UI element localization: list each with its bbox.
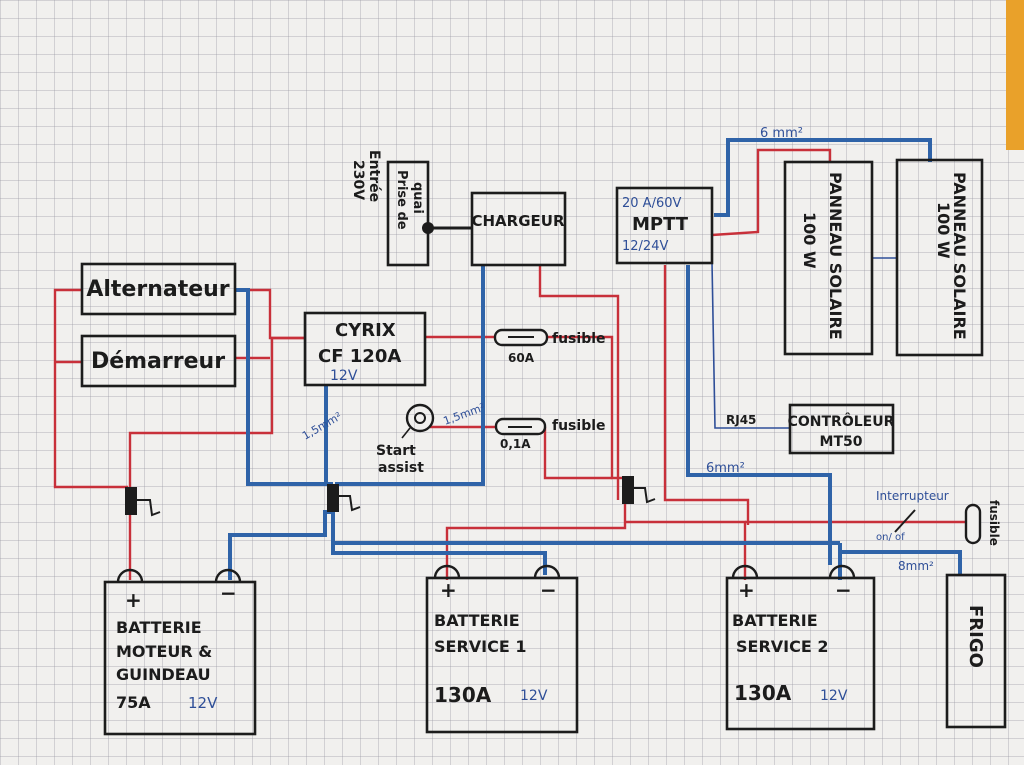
frigo-box: FRIGO [945, 573, 1007, 729]
battery-title: BATTERIE [434, 611, 520, 630]
alternateur-box: Alternateur [80, 262, 237, 316]
demarreur-box: Démarreur [80, 334, 237, 388]
battery-title: BATTERIE [732, 611, 818, 630]
start-assist-button: Start assist [376, 403, 435, 476]
chargeur-label: CHARGEUR [471, 212, 564, 230]
fuse-01a-label: fusible [552, 418, 606, 434]
chargeur-box: CHARGEUR [470, 191, 567, 267]
fuse-60a: fusible 60A [493, 328, 606, 365]
controleur-box: CONTRÔLEUR MT50 [788, 403, 895, 455]
rj45-label: RJ45 [726, 413, 756, 427]
battery-voltage: 12V [188, 694, 218, 712]
battery-plus: + [440, 578, 457, 602]
entree-voltage: 230V [350, 160, 366, 200]
section-6-mid: 6mm² [706, 461, 745, 476]
battery-capacity: 75A [116, 693, 151, 712]
mppt-rating: 20 A/60V [622, 196, 681, 211]
fuse-60a-value: 60A [508, 351, 535, 365]
battery-capacity: 130A [734, 681, 792, 705]
frigo-label: FRIGO [965, 605, 986, 668]
battery-plus: + [738, 578, 755, 602]
section-15-left: 1,5mm² [300, 410, 344, 443]
desk-edge [1006, 0, 1024, 150]
battery-subtitle: MOTEUR & [116, 642, 212, 661]
battery-service-2: + − BATTERIE SERVICE 2 130A 12V [725, 564, 876, 731]
frigo-switch: Interrupteur on/ of [876, 489, 949, 543]
controleur-model: MT50 [820, 434, 863, 450]
battery-subtitle-2: GUINDEAU [116, 665, 211, 684]
panel-2-label: PANNEAU SOLAIRE [950, 172, 969, 340]
plug-icon [422, 222, 434, 234]
demarreur-label: Démarreur [91, 349, 225, 374]
onoff-label: on/ of [876, 532, 905, 543]
cyrix-voltage: 12V [330, 368, 358, 384]
battery-minus: − [835, 578, 852, 602]
cyrix-model: CF 120A [318, 346, 401, 367]
start-assist-label: Start [376, 443, 416, 459]
cyrix-box: CYRIX CF 120A 12V [303, 311, 427, 387]
battery-switch-2 [327, 484, 361, 512]
battery-subtitle: SERVICE 2 [736, 637, 828, 656]
solar-panel-2: PANNEAU SOLAIRE 100 W [895, 158, 984, 357]
panel-1-label: PANNEAU SOLAIRE [826, 172, 845, 340]
fuse-01a: fusible 0,1A [494, 417, 606, 451]
battery-minus: − [220, 581, 237, 605]
fuse-60a-label: fusible [552, 331, 606, 347]
battery-engine: + − BATTERIE MOTEUR & GUINDEAU 75A 12V [103, 568, 257, 736]
prise-label: Prise de [394, 170, 409, 230]
battery-service-1: + − BATTERIE SERVICE 1 130A 12V [425, 564, 579, 734]
interrupteur-label: Interrupteur [876, 489, 949, 503]
battery-voltage: 12V [820, 688, 848, 704]
solar-panel-1: PANNEAU SOLAIRE 100 W [783, 160, 874, 356]
battery-voltage: 12V [520, 688, 548, 704]
controleur-label: CONTRÔLEUR [788, 412, 895, 430]
prise-label-2: quai [410, 182, 425, 214]
battery-capacity: 130A [434, 683, 492, 707]
section-6-top: 6 mm² [760, 126, 803, 141]
battery-minus: − [540, 578, 557, 602]
frigo-fuse: fusible [964, 500, 1001, 546]
entree-label: Entrée [366, 150, 382, 202]
mppt-label: MPTT [632, 214, 689, 235]
section-15-right: 1,5mm² [442, 401, 487, 428]
panel-1-power: 100 W [800, 212, 819, 269]
alternateur-label: Alternateur [86, 277, 229, 302]
fuse-01a-value: 0,1A [500, 437, 531, 451]
signal-wires [711, 257, 897, 429]
mppt-box: 20 A/60V MPTT 12/24V [615, 186, 714, 265]
panel-2-power: 100 W [934, 202, 953, 259]
battery-title: BATTERIE [116, 618, 202, 637]
prise-quai-box: Prise de quai Entrée 230V [350, 150, 472, 267]
battery-switch-1 [125, 487, 161, 517]
start-assist-label-2: assist [378, 460, 424, 476]
section-8: 8mm² [898, 559, 934, 573]
battery-switch-3 [622, 476, 656, 504]
battery-subtitle: SERVICE 1 [434, 637, 526, 656]
battery-plus: + [125, 588, 142, 612]
frigo-fuse-label: fusible [987, 500, 1001, 546]
mppt-voltage: 12/24V [622, 239, 668, 254]
cyrix-label: CYRIX [335, 320, 396, 341]
